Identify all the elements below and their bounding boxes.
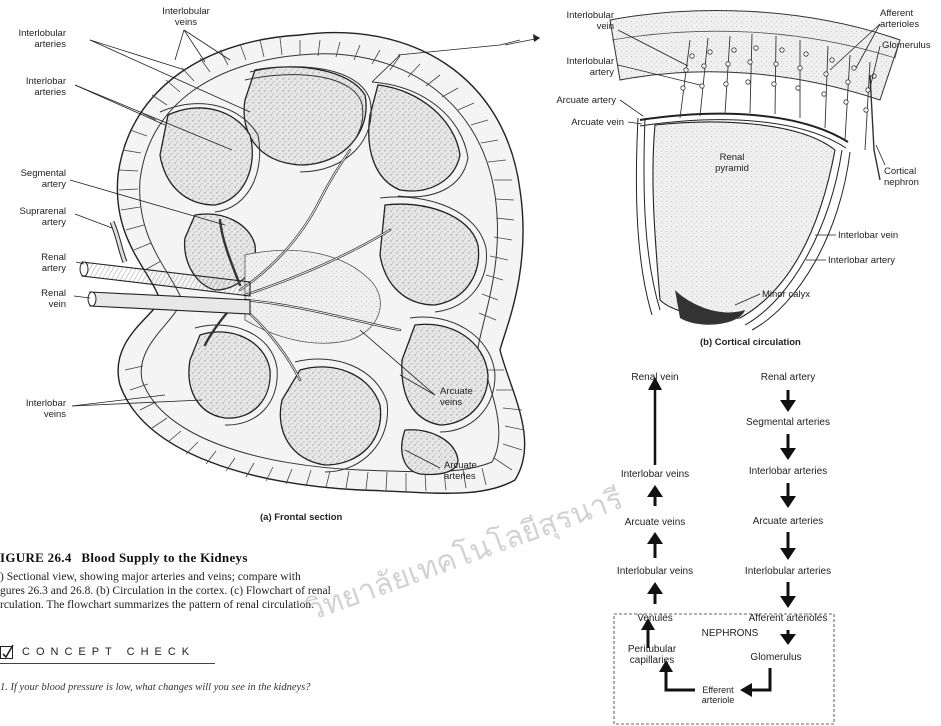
label-arcuate-arteries: Arcuate arteries xyxy=(444,460,504,482)
flow-left-renal-vein: Renal vein xyxy=(610,372,700,383)
flow-left-interlobular-veins: Interlobular veins xyxy=(596,566,714,577)
flow-efferent-arteriole: Efferent arteriole xyxy=(688,685,748,705)
figure-number: IGURE 26.4 xyxy=(0,550,72,565)
caption-line-3: rculation. The flowchart summarizes the … xyxy=(0,598,560,612)
label-afferent-arterioles: Afferent arterioles xyxy=(880,8,940,30)
label-arcuate-vein: Arcuate vein xyxy=(520,117,624,128)
concept-check-question: 1. If your blood pressure is low, what c… xyxy=(0,682,311,693)
concept-check-icon xyxy=(0,646,13,659)
label-minor-calyx: Minor calyx xyxy=(762,289,842,300)
label-interlobar-vein: Interlobar vein xyxy=(838,230,938,241)
flow-right-renal-artery: Renal artery xyxy=(740,372,836,383)
caption-line-1: ) Sectional view, showing major arteries… xyxy=(0,570,560,584)
flow-nephrons-title: NEPHRONS xyxy=(690,628,770,639)
label-glomerulus-b: Glomerulus xyxy=(882,40,941,51)
flow-right-interlobar-arteries: Interlobar arteries xyxy=(728,466,848,477)
figure-heading: Blood Supply to the Kidneys xyxy=(81,550,247,565)
label-cortical-nephron: Cortical nephron xyxy=(884,166,940,188)
label-interlobar-veins: Interlobar veins xyxy=(0,398,66,420)
label-suprarenal-artery: Suprarenal artery xyxy=(0,206,66,228)
concept-check-rule xyxy=(0,663,215,664)
label-renal-pyramid: Renal pyramid xyxy=(702,152,762,174)
cortex-band xyxy=(610,10,900,100)
label-interlobar-arteries: Interlobar arteries xyxy=(0,76,66,98)
figure-title: IGURE 26.4 Blood Supply to the Kidneys xyxy=(0,550,248,566)
label-interlobular-arteries: Interlobular arteries xyxy=(0,28,66,50)
caption-cortical-circulation: (b) Cortical circulation xyxy=(700,337,801,348)
concept-check-heading: CONCEPT CHECK xyxy=(22,646,195,658)
flow-left-arcuate-veins: Arcuate veins xyxy=(605,517,705,528)
flow-right-afferent-arterioles: Afferent arterioles xyxy=(728,613,848,624)
label-interlobular-artery: Interlobular artery xyxy=(550,56,614,78)
label-renal-artery: Renal artery xyxy=(0,252,66,274)
caption-line-2: gures 26.3 and 26.8. (b) Circulation in … xyxy=(0,584,560,598)
label-arcuate-artery: Arcuate artery xyxy=(520,95,616,106)
label-interlobular-vein: Interlobular vein xyxy=(550,10,614,32)
label-segmental-artery: Segmental artery xyxy=(0,168,66,190)
label-interlobular-veins-top: Interlobular veins xyxy=(146,6,226,28)
flow-left-interlobar-veins: Interlobar veins xyxy=(600,469,710,480)
label-renal-vein: Renal vein xyxy=(0,288,66,310)
flow-peritubular-capillaries: Peritubular capillaries xyxy=(612,644,692,666)
label-interlobar-artery: Interlobar artery xyxy=(828,255,938,266)
caption-frontal-section: (a) Frontal section xyxy=(260,512,342,523)
flow-left-venules: Venules xyxy=(620,613,690,624)
flow-glomerulus: Glomerulus xyxy=(736,652,816,663)
figure-caption: ) Sectional view, showing major arteries… xyxy=(0,570,560,612)
flow-right-segmental-arteries: Segmental arteries xyxy=(728,417,848,428)
flow-right-interlobular-arteries: Interlobular arteries xyxy=(724,566,852,577)
flow-right-arcuate-arteries: Arcuate arteries xyxy=(733,516,843,527)
label-arcuate-veins: Arcuate veins xyxy=(440,386,500,408)
